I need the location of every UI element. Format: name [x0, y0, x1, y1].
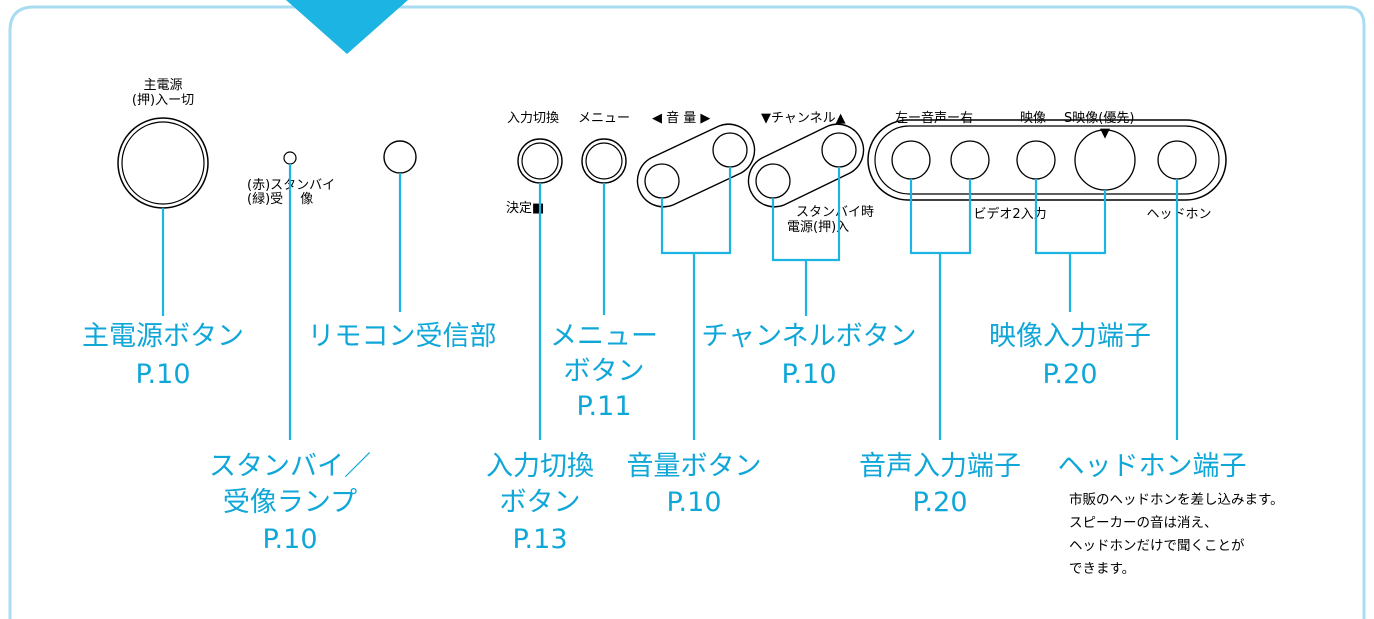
- input-switch-callout-line1: 入力切換: [486, 451, 594, 482]
- headphone-note-line4: できます。: [1069, 561, 1135, 577]
- audio-input-page: P.20: [912, 487, 967, 518]
- video-input-page: P.20: [1042, 359, 1097, 390]
- audio-right-jack: [950, 140, 990, 180]
- leader-lines: [161, 164, 1179, 440]
- standby-lamp-callout-page: P.10: [262, 524, 317, 555]
- channel-callout-page: P.10: [781, 359, 836, 390]
- panel-controls: 主電源 (押)入ー切 (赤)スタンバイ (緑)受 像 入力切換 メニュー ◀ 音…: [117, 78, 1227, 235]
- enter-label: 決定■: [506, 201, 544, 216]
- headphone-panel-label: ヘッドホン: [1146, 207, 1211, 222]
- standby-lamp-led: [283, 151, 297, 165]
- headphone-note-line2: スピーカーの音は消え、: [1069, 514, 1218, 531]
- volume-callout-page: P.10: [666, 487, 721, 518]
- headphone-note-line1: 市販のヘッドホンを差し込みます。: [1069, 491, 1284, 508]
- main-power-callout: 主電源ボタン: [82, 321, 244, 352]
- input-switch-callout-page: P.13: [512, 524, 567, 555]
- callouts: 主電源ボタン P.10 リモコン受信部 メニュー ボタン P.11 チャンネルボ…: [82, 321, 1284, 577]
- standby-lamp-callout-line2: 受像ランプ: [223, 487, 357, 518]
- audio-left-jack: [891, 140, 931, 180]
- main-power-page: P.10: [135, 359, 190, 390]
- menu-callout-page: P.11: [576, 391, 631, 422]
- video-jack: [1016, 140, 1056, 180]
- volume-callout: 音量ボタン: [627, 451, 762, 482]
- channel-rocker: [747, 123, 865, 208]
- menu-callout-line2: ボタン: [564, 356, 645, 387]
- menu-knob: [581, 138, 627, 184]
- main-power-title: 主電源: [143, 78, 182, 93]
- volume-rocker: [636, 123, 756, 208]
- video2-input-pill: [867, 119, 1227, 201]
- main-power-knob: [117, 117, 209, 209]
- input-switch-label: 入力切換: [507, 111, 559, 126]
- input-switch-callout-line2: ボタン: [500, 487, 581, 518]
- frame: [8, 0, 1366, 619]
- video2-input-label: ビデオ2入力: [973, 206, 1046, 222]
- remote-receiver-window: [383, 140, 417, 174]
- headphone-jack: [1157, 140, 1197, 180]
- headphone-note-line3: ヘッドホンだけで聞くことが: [1069, 538, 1245, 554]
- s-video-arrow: ▼: [1100, 126, 1110, 141]
- input-switch-knob: [517, 138, 563, 184]
- video-input-callout: 映像入力端子: [989, 321, 1151, 352]
- channel-callout: チャンネルボタン: [701, 321, 916, 352]
- menu-callout-line1: メニュー: [550, 321, 658, 352]
- audio-lr-label: 左ー音声ー右: [895, 110, 973, 126]
- remote-receiver-callout: リモコン受信部: [308, 321, 497, 352]
- s-video-label: S映像(優先): [1064, 111, 1134, 126]
- main-power-sub: (押)入ー切: [132, 93, 194, 108]
- pointer-triangle: [286, 0, 408, 54]
- standby-time-label: スタンバイ時: [796, 205, 874, 220]
- menu-label: メニュー: [578, 111, 630, 126]
- power-on-label: 電源(押)入: [787, 220, 849, 235]
- volume-label: ◀ 音 量 ▶: [652, 110, 710, 126]
- video-label: 映像: [1020, 111, 1046, 126]
- audio-input-callout: 音声入力端子: [859, 451, 1021, 482]
- channel-label: ▼チャンネル▲: [761, 111, 846, 126]
- headphone-callout: ヘッドホン端子: [1058, 451, 1247, 482]
- standby-green-label: (緑)受 像: [247, 192, 313, 207]
- standby-lamp-callout-line1: スタンバイ／: [209, 451, 371, 482]
